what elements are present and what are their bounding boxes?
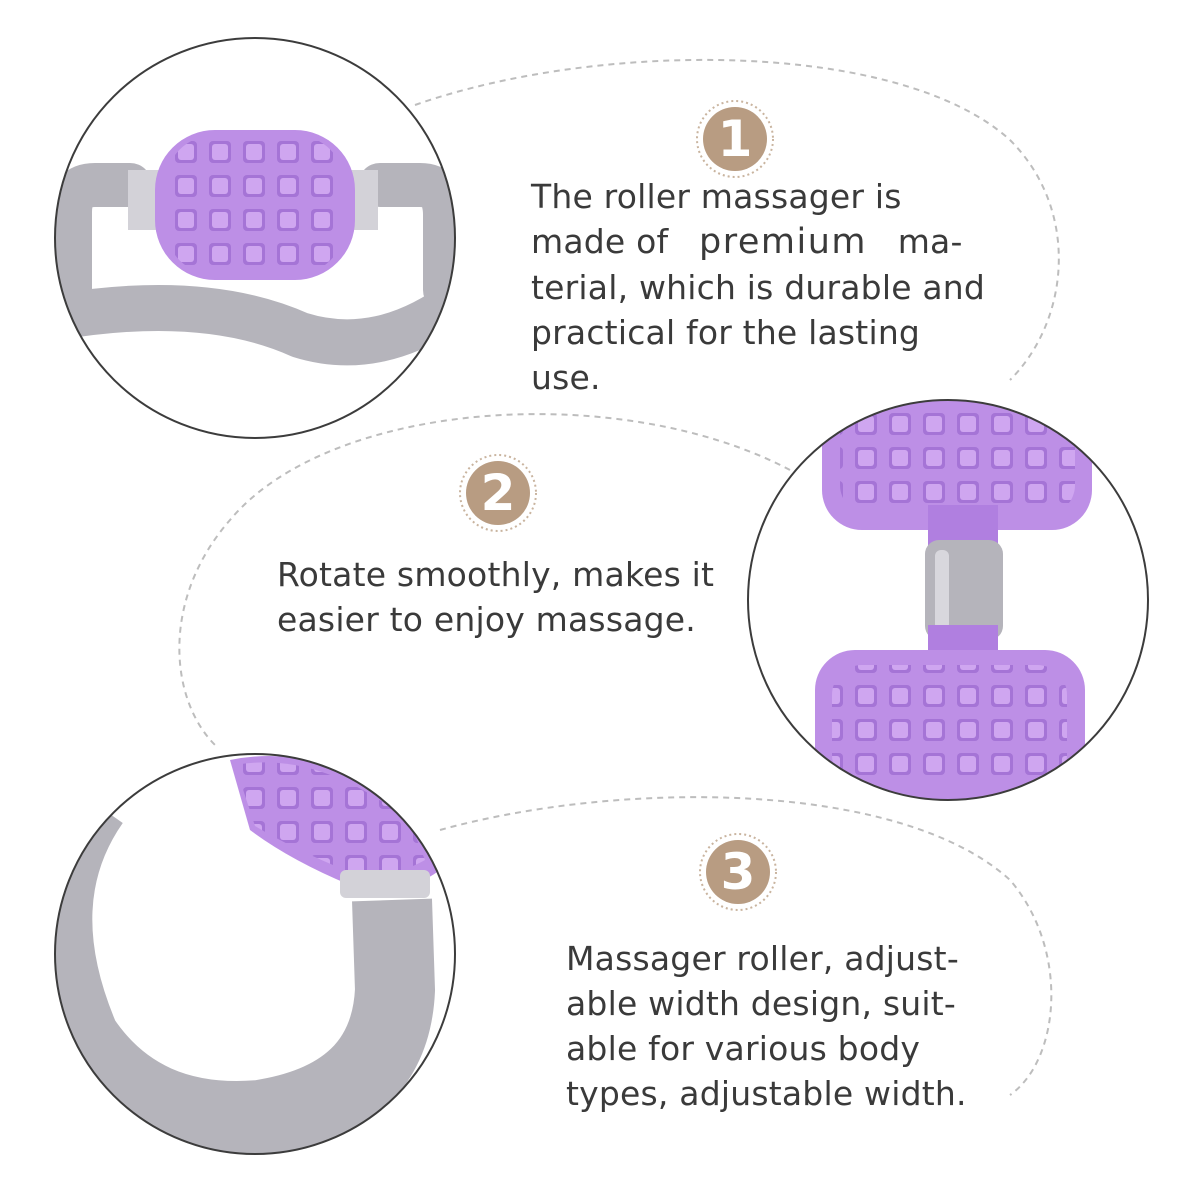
feature-2-description: Rotate smoothly, makes it easier to enjo… [277,552,714,642]
feature-1-description: The roller massager is made of premium m… [531,174,985,400]
photo-frame-2 [747,399,1149,801]
feature-1-line: use. [531,358,601,397]
feature-1-line: The roller massager is [531,177,902,216]
product-photo-roller-handle [55,38,455,438]
photo-frame-3 [54,753,456,1155]
feature-1-line: terial, which is durable and [531,268,986,307]
product-photo-roller-wheels [748,400,1148,800]
product-photo-curved-handle [55,754,455,1154]
badge-number-1: 1 [717,110,753,168]
feature-2-line: easier to enjoy massage. [277,600,696,639]
number-badge-3 [699,833,777,911]
badge-number-2: 2 [480,464,516,522]
badge-number-2-wrap: 2 [459,454,537,532]
dashed-connector-lines [178,58,1060,1096]
feature-3-line: types, adjustable width. [566,1074,967,1113]
photo-frame-1 [54,37,456,439]
feature-3-line: able width design, suit- [566,984,956,1023]
feature-3-line: Massager roller, adjust- [566,939,959,978]
feature-1-line: practical for the lasting [531,313,921,352]
feature-3-description: Massager roller, adjust- able width desi… [566,936,967,1116]
feature-2-line: Rotate smoothly, makes it [277,555,715,594]
badge-number-3-wrap: 3 [699,833,777,911]
feature-1-line: made of premium ma- [531,222,963,262]
feature-1-emphasis: premium [699,222,867,262]
badge-number-1-wrap: 1 [696,100,774,178]
number-badge-2 [459,454,537,532]
feature-3-line: able for various body [566,1029,921,1068]
badge-number-3: 3 [720,843,756,901]
number-badge-1 [696,100,774,178]
